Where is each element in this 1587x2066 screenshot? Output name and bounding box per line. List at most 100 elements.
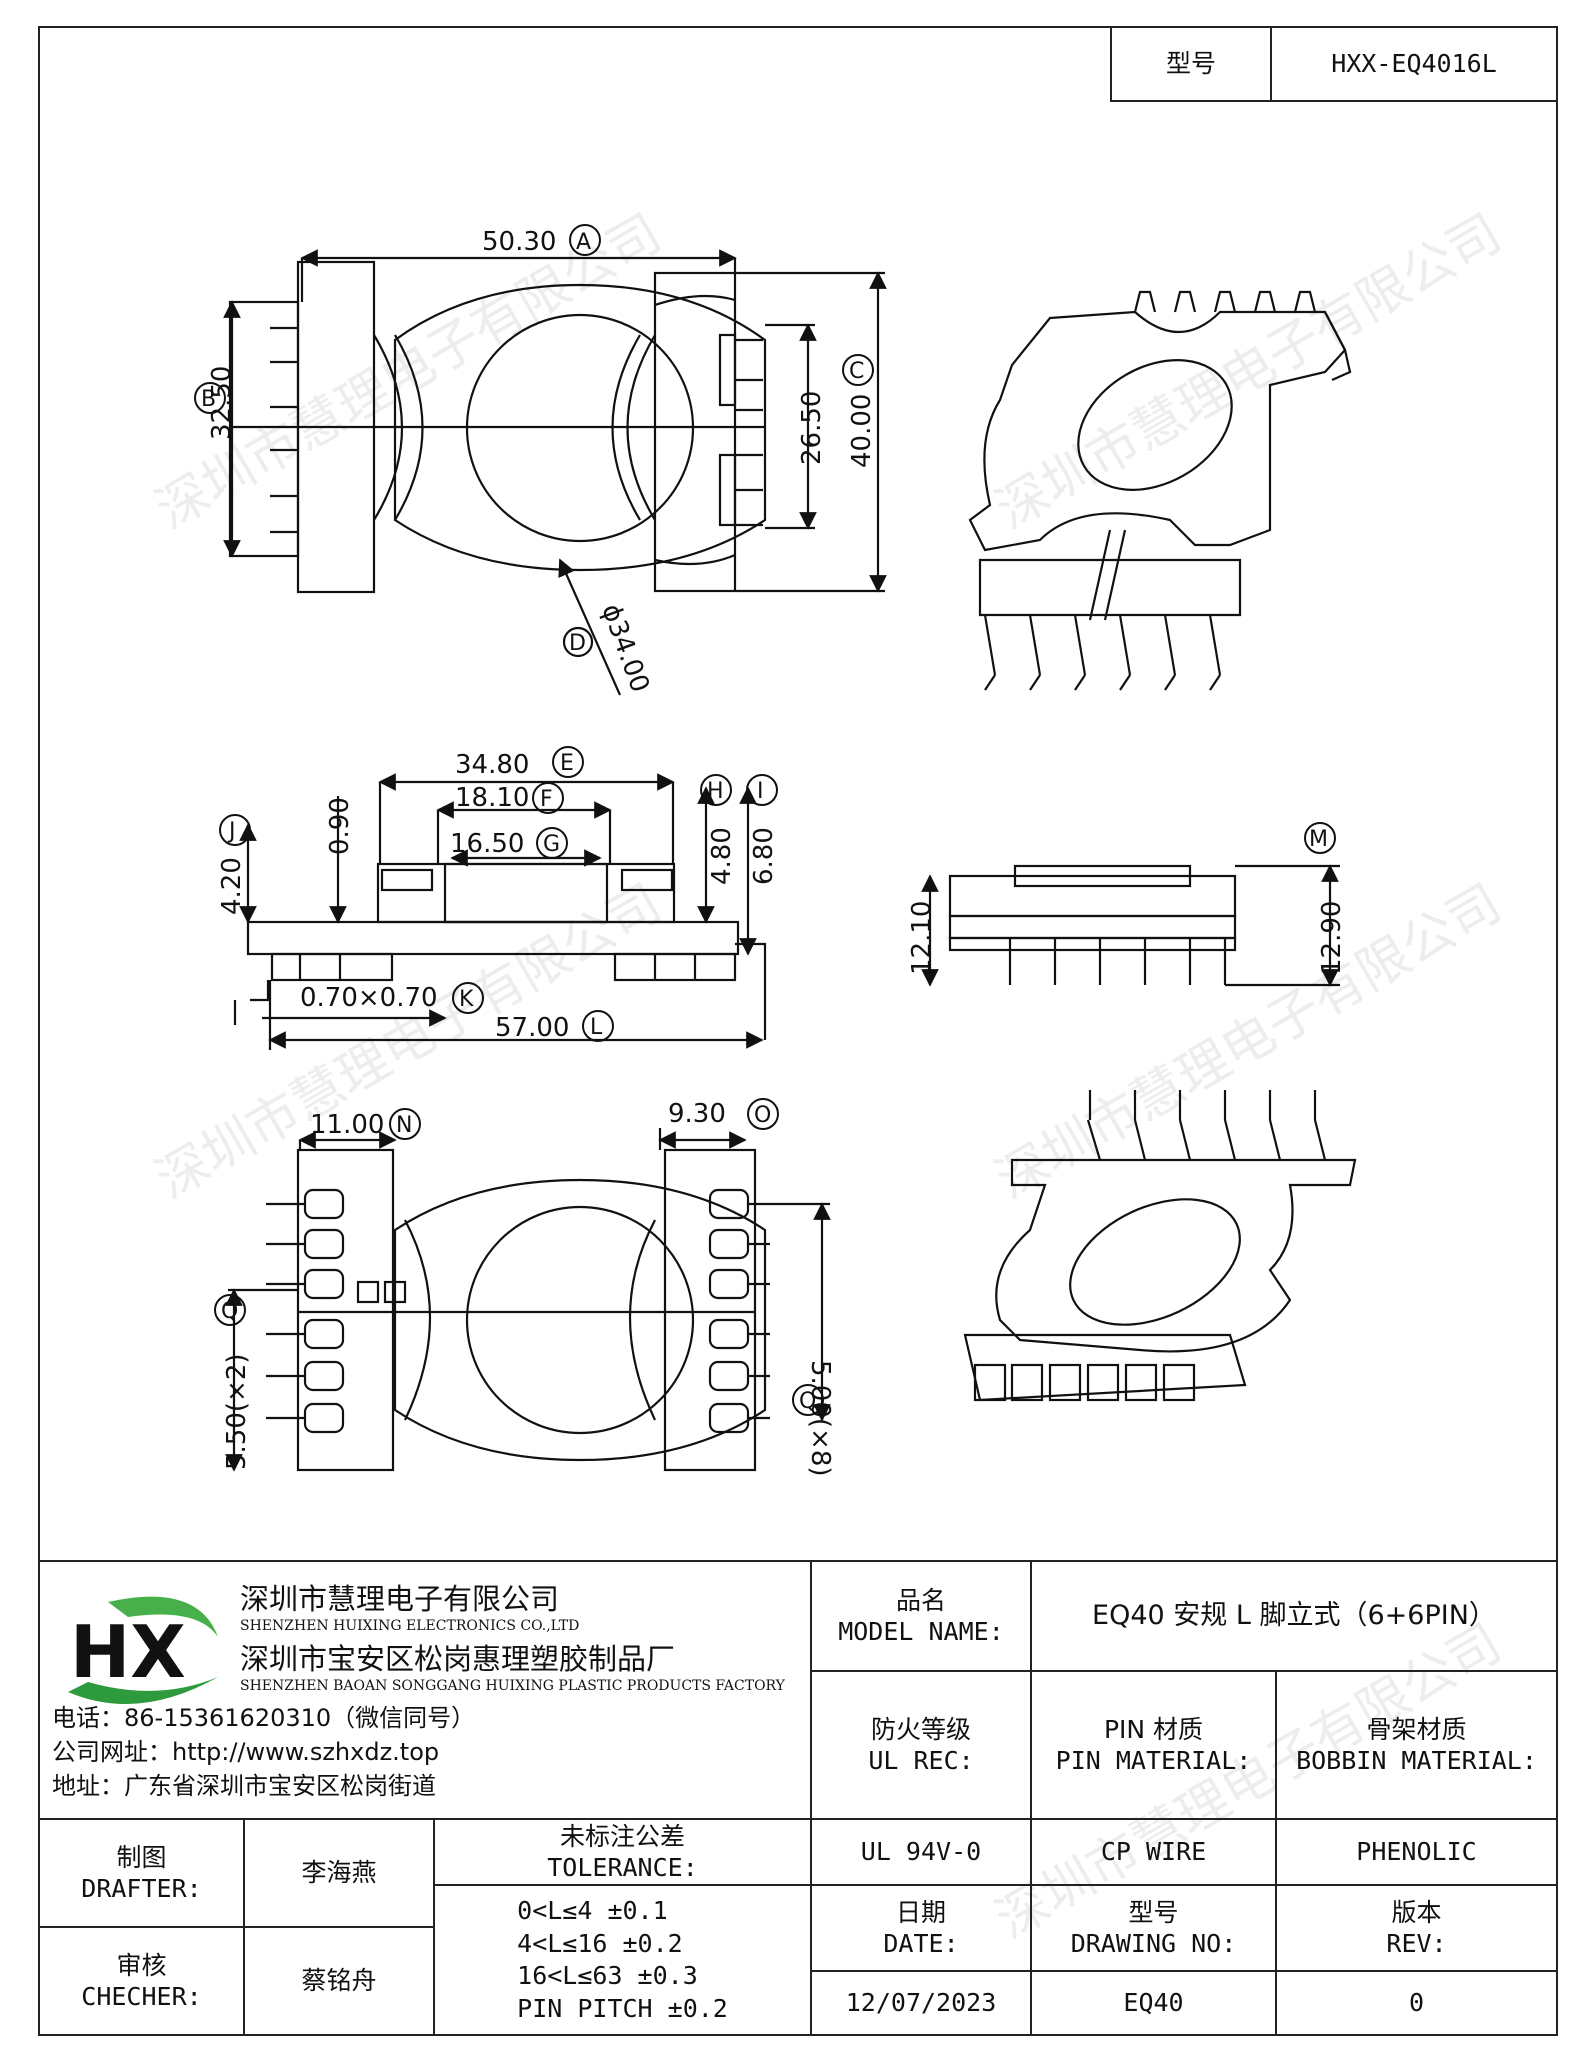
balloon-e: E — [560, 751, 574, 776]
dim-5-50-x2: 5.50(×2) — [222, 1353, 252, 1470]
dim-0-90: 0.90 — [325, 797, 355, 855]
rev-label-en: REV: — [1386, 1929, 1447, 1958]
balloon-g: G — [543, 832, 560, 857]
balloon-b: B — [201, 387, 216, 412]
dim-9-30: 9.30 — [668, 1099, 726, 1129]
company-website: 公司网址：http://www.szhxdz.top — [52, 1738, 440, 1766]
top-view — [228, 260, 767, 594]
logo-text: HX — [70, 1610, 186, 1694]
rev-value: 0 — [1408, 1988, 1425, 2018]
company-name-en: SHENZHEN HUIXING ELECTRONICS CO.,LTD — [240, 1618, 580, 1634]
drawing-no-label-en: DRAWING NO: — [1070, 1929, 1237, 1958]
pin-material-label-cell: PIN 材质 PIN MATERIAL: — [1030, 1670, 1277, 1820]
iso-view-bottom — [963, 1090, 1357, 1402]
dim-6-80: 6.80 — [749, 827, 779, 885]
tolerance-line: 0<L≤4 ±0.1 — [517, 1896, 668, 1925]
technical-drawing: 50.30 A 32.50 B 26.50 40.00 C ϕ34.00 D 3… — [194, 224, 1357, 1477]
drafter-label-en: DRAFTER: — [81, 1874, 202, 1903]
balloon-d: D — [569, 631, 586, 656]
dim-26-50: 26.50 — [797, 391, 827, 465]
rev-label-cell: 版本 REV: — [1275, 1884, 1558, 1972]
hx-logo: HX — [68, 1596, 218, 1704]
balloon-f: F — [540, 787, 553, 812]
balloon-c: C — [849, 359, 864, 384]
model-name-label-cn: 品名 — [895, 1585, 946, 1615]
date-value: 12/07/2023 — [845, 1988, 997, 2018]
company-info: HX 深圳市慧理电子有限公司 SHENZHEN HUIXING ELECTRON… — [40, 1560, 810, 1820]
date-label-en: DATE: — [883, 1929, 959, 1958]
drawing-no-value-cell: EQ40 — [1030, 1970, 1277, 2036]
dim-32-50: 32.50 — [207, 366, 237, 440]
bobbin-material-value-cell: PHENOLIC — [1275, 1818, 1558, 1886]
model-name-label-cell: 品名 MODEL NAME: — [810, 1560, 1032, 1672]
balloon-q-left: Q — [221, 1299, 238, 1324]
balloon-o: O — [754, 1103, 771, 1128]
drafter-value: 李海燕 — [301, 1858, 377, 1888]
pin-material-value-cell: CP WIRE — [1030, 1818, 1277, 1886]
checker-label-cn: 审核 — [116, 1950, 167, 1980]
balloon-k: K — [459, 987, 474, 1012]
balloon-i: I — [757, 779, 764, 804]
ul-label-en: UL REC: — [868, 1746, 974, 1775]
drawing-no-value: EQ40 — [1123, 1988, 1184, 2018]
drafter-label-cn: 制图 — [116, 1842, 167, 1872]
checker-value: 蔡铭舟 — [301, 1966, 377, 1996]
ul-value-cell: UL 94V-0 — [810, 1818, 1032, 1886]
model-value: HXX-EQ4016L — [1331, 49, 1497, 79]
dim-34-80: 34.80 — [455, 750, 529, 780]
drawing-no-label-cn: 型号 — [1128, 1897, 1179, 1927]
dimension-labels: 50.30 A 32.50 B 26.50 40.00 C ϕ34.00 D 3… — [194, 224, 1347, 1477]
bobbin-material-label-cn: 骨架材质 — [1366, 1714, 1467, 1744]
drawing-no-label-cell: 型号 DRAWING NO: — [1030, 1884, 1277, 1972]
factory-name-cn: 深圳市宝安区松岗惠理塑胶制品厂 — [240, 1642, 676, 1676]
dim-0-70: 0.70×0.70 — [300, 983, 438, 1013]
dim-4-80: 4.80 — [707, 827, 737, 885]
balloon-a: A — [576, 230, 591, 255]
tolerance-label-en: TOLERANCE: — [547, 1853, 698, 1882]
model-value-cell: HXX-EQ4016L — [1270, 26, 1558, 102]
factory-name-en: SHENZHEN BAOAN SONGGANG HUIXING PLASTIC … — [240, 1678, 785, 1694]
tolerance-label-cell: 未标注公差 TOLERANCE: — [433, 1818, 812, 1886]
rev-value-cell: 0 — [1275, 1970, 1558, 2036]
pin-material-value: CP WIRE — [1100, 1837, 1207, 1867]
bobbin-material-value: PHENOLIC — [1356, 1837, 1477, 1867]
dim-5-00-x8: 5.00(×8) — [805, 1360, 835, 1477]
ul-label-cell: 防火等级 UL REC: — [810, 1670, 1032, 1820]
company-name-cn: 深圳市慧理电子有限公司 — [240, 1582, 560, 1616]
tolerance-values-cell: 0<L≤4 ±0.1 4<L≤16 ±0.2 16<L≤63 ±0.3 PIN … — [433, 1884, 812, 2036]
tolerance-line: 16<L≤63 ±0.3 — [517, 1961, 698, 1990]
model-name-value: EQ40 安规 L 脚立式（6+6PIN） — [1092, 1600, 1496, 1632]
balloon-m: M — [1309, 827, 1328, 852]
company-address: 地址：广东省深圳市宝安区松岗街道 — [52, 1772, 436, 1800]
dim-12-10: 12.10 — [907, 901, 937, 975]
balloon-l: L — [590, 1015, 603, 1040]
tolerance-label-cn: 未标注公差 — [559, 1821, 685, 1851]
balloon-q-right: Q — [799, 1389, 816, 1414]
checker-label-en: CHECHER: — [81, 1982, 202, 2011]
balloon-j: J — [227, 819, 236, 844]
drafter-value-cell: 李海燕 — [243, 1818, 435, 1928]
tolerance-line: 4<L≤16 ±0.2 — [517, 1928, 683, 1958]
checker-value-cell: 蔡铭舟 — [243, 1926, 435, 2036]
iso-view-top — [968, 290, 1352, 691]
side-view — [246, 862, 767, 1040]
model-name-value-cell: EQ40 安规 L 脚立式（6+6PIN） — [1030, 1560, 1558, 1672]
balloon-n: N — [396, 1113, 412, 1138]
end-view — [948, 864, 1237, 985]
drafter-label-cell: 制图 DRAFTER: — [38, 1818, 245, 1928]
ul-value: UL 94V-0 — [860, 1837, 982, 1867]
bobbin-material-label-en: BOBBIN MATERIAL: — [1296, 1746, 1537, 1775]
bobbin-material-label-cell: 骨架材质 BOBBIN MATERIAL: — [1275, 1670, 1558, 1820]
tolerance-line: PIN PITCH ±0.2 — [517, 1993, 728, 2023]
date-label-cn: 日期 — [895, 1897, 946, 1927]
dim-4-20: 4.20 — [217, 857, 247, 915]
dim-16-50: 16.50 — [450, 829, 524, 859]
dim-phi-34: ϕ34.00 — [595, 600, 655, 696]
rev-label-cn: 版本 — [1391, 1897, 1442, 1927]
dim-12-90: 12.90 — [1317, 901, 1347, 975]
dim-50-30: 50.30 — [482, 227, 556, 257]
checker-label-cell: 审核 CHECHER: — [38, 1926, 245, 2036]
dim-57-00: 57.00 — [495, 1013, 569, 1043]
balloon-h: H — [707, 779, 724, 804]
model-name-label-en: MODEL NAME: — [838, 1617, 1004, 1646]
